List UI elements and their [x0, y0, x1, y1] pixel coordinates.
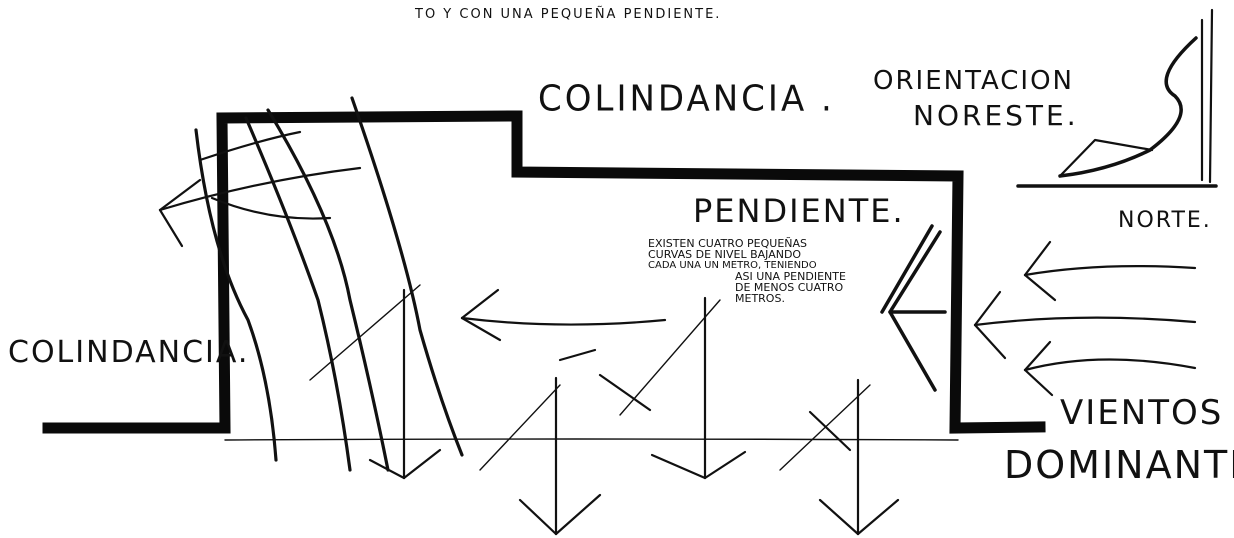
pendiente-text-line: METROS. [735, 292, 785, 305]
contour-line [244, 116, 352, 472]
pendiente-text-line: EXISTEN CUATRO PEQUEÑAS [648, 237, 808, 250]
norte-label: NORTE. [1118, 208, 1212, 233]
wind-down-arrows [309, 284, 900, 536]
pendiente-description: EXISTEN CUATRO PEQUEÑAS CURVAS DE NIVEL … [648, 238, 846, 304]
orientacion-label-line1: ORIENTACION [873, 66, 1075, 96]
pendiente-text-line: CURVAS DE NIVEL BAJANDO [648, 248, 802, 261]
colindancia-top-label: COLINDANCIA . [538, 78, 835, 120]
site-boundary [42, 110, 1046, 434]
wind-exit-arrows [158, 130, 667, 342]
contour-lines [194, 96, 464, 472]
north-symbol [1016, 8, 1218, 188]
base-line [224, 438, 959, 441]
contour-line [350, 96, 464, 457]
top-note: TO Y CON UNA PEQUEÑA PENDIENTE. [415, 7, 722, 22]
vientos-label-line1: VIENTOS [1060, 393, 1224, 433]
orientacion-label-line2: NORESTE. [913, 99, 1079, 132]
contour-line [194, 128, 278, 462]
pendiente-text-line: DE MENOS CUATRO [735, 281, 844, 294]
vientos-label-line2: DOMINANTES. [1004, 443, 1234, 487]
pendiente-text-line: ASI UNA PENDIENTE [735, 270, 846, 283]
colindancia-left-label: COLINDANCIA. [8, 335, 250, 370]
pendiente-title: PENDIENTE. [693, 192, 905, 230]
wind-entry-arrows [880, 224, 1197, 397]
contour-line [266, 108, 390, 472]
pendiente-text-line: CADA UNA UN METRO, TENIENDO [648, 260, 817, 271]
